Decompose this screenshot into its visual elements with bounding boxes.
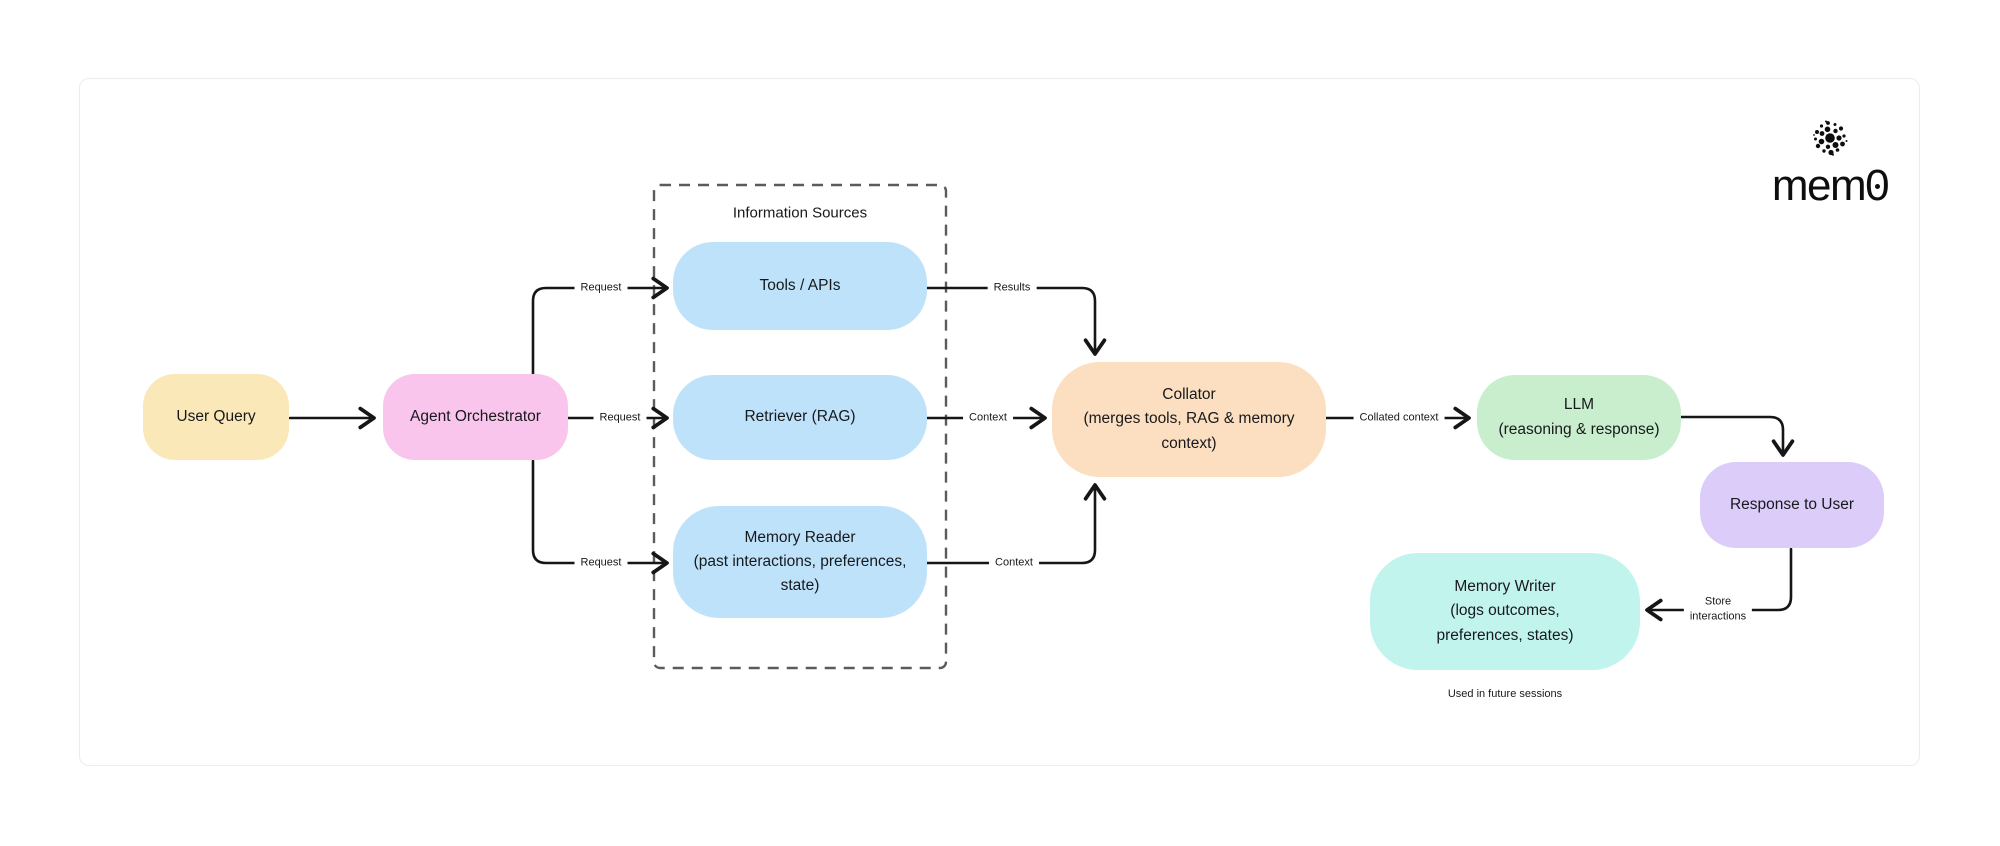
edge-label-line: Context [995, 556, 1033, 569]
node-tools-apis: Tools / APIs [673, 242, 927, 330]
node-label-line: Memory Writer [1454, 578, 1556, 596]
mem0-logo: mem0 [1768, 118, 1892, 208]
edge-label-orchestrator-to-tools: Request [574, 279, 628, 297]
node-memory-writer: Memory Writer (logs outcomes, preferences,… [1370, 553, 1640, 670]
edge-label-line: Request [580, 281, 622, 294]
node-label-line: preferences, states) [1436, 626, 1574, 644]
edge-orchestrator-to-memory-reader [531, 459, 669, 575]
edge-label-retriever-to-collator: Context [963, 409, 1013, 427]
node-collator: Collator (merges tools, RAG & memory conte… [1052, 362, 1326, 477]
node-label-line: (reasoning & response) [1498, 420, 1660, 438]
edge-label-line: Request [580, 556, 622, 569]
edge-llm-to-response [1679, 415, 1795, 457]
edge-response-to-memory-writer [1645, 547, 1793, 622]
node-label-line: Agent Orchestrator [410, 407, 541, 425]
edge-label-orchestrator-to-memory-reader: Request [574, 554, 628, 572]
edge-label-line: Collated context [1359, 411, 1439, 424]
edge-label-line: Results [993, 281, 1031, 294]
edge-label-response-to-memory-writer: Store interactions [1683, 593, 1753, 627]
edge-label-line: interactions [1689, 611, 1747, 623]
edge-label-orchestrator-to-retriever: Request [593, 409, 647, 427]
node-label-line: Tools / APIs [759, 276, 841, 294]
node-label-line: (past interactions, preferences, [693, 552, 907, 570]
node-label-line: (merges tools, RAG & memory [1083, 410, 1295, 428]
node-memory-reader: Memory Reader (past interactions, prefere… [673, 506, 927, 618]
node-agent-orchestrator: Agent Orchestrator [383, 374, 568, 460]
edge-orchestrator-to-tools [531, 276, 669, 376]
edge-tools-to-collator [925, 286, 1107, 356]
caption-used-in-future-sessions: Used in future sessions [1447, 688, 1563, 700]
edge-label-line: Request [599, 411, 641, 424]
mem0-wordmark-text: mem0 [1771, 161, 1890, 210]
edge-label-collator-to-llm: Collated context [1353, 409, 1445, 427]
node-label-line: Collator [1162, 386, 1216, 404]
node-response-to-user: Response to User [1700, 462, 1884, 548]
node-llm: LLM (reasoning & response) [1477, 375, 1681, 460]
edge-label-memory-reader-to-collator: Context [989, 554, 1039, 572]
node-retriever-rag: Retriever (RAG) [673, 375, 927, 460]
node-label-line: User Query [176, 407, 256, 425]
mem0-zero-dot-icon [1875, 184, 1881, 189]
edge-label-tools-to-collator: Results [987, 279, 1037, 297]
container-label-information-sources: Information Sources [728, 204, 872, 222]
mem0-logo-icon [1813, 120, 1848, 156]
node-label-line: Memory Reader [744, 528, 856, 546]
node-label-line: Retriever (RAG) [744, 408, 856, 426]
edge-memory-reader-to-collator [925, 483, 1107, 565]
mem0-wordmark: mem0 [1771, 161, 1890, 210]
edge-label-line: Context [969, 411, 1007, 424]
node-label-line: LLM [1563, 396, 1595, 414]
node-label-line: state) [780, 577, 820, 594]
node-label-line: context) [1161, 434, 1217, 452]
node-label-line: Response to User [1729, 495, 1855, 513]
edge-label-line: Store [1704, 595, 1732, 608]
node-label-line: (logs outcomes, [1450, 602, 1560, 620]
node-user-query: User Query [143, 374, 289, 460]
